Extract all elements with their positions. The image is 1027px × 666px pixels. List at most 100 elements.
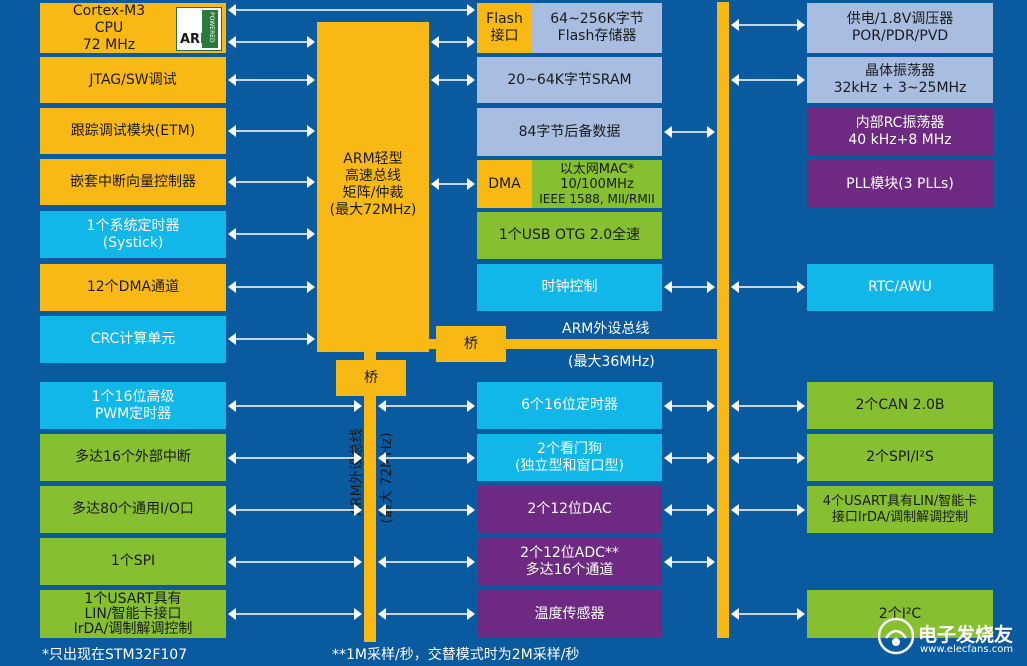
dma-channels-label: 12个DMA通道	[86, 279, 180, 295]
arrow-cpu-ahb	[228, 36, 315, 48]
jtag-label: JTAG/SW调试	[89, 71, 177, 88]
bridge-apb1-label: 桥	[464, 335, 478, 352]
gpio-label: 多达80个通用I/O口	[72, 501, 194, 517]
arrow-spi	[228, 556, 362, 568]
dac-label: 2个12位DAC	[527, 501, 612, 517]
usart-right-label-1: 4个USART具有LIN/智能卡	[822, 493, 978, 509]
etm-block: 跟踪调试模块(ETM)	[40, 108, 226, 154]
watermark-text: 电子发烧友	[918, 624, 1014, 646]
arrow-rtc	[731, 281, 805, 293]
exti-block: 多达16个外部中断	[40, 434, 226, 481]
systick-label-1: 1个系统定时器	[86, 217, 180, 234]
clock-control-label: 时钟控制	[541, 279, 598, 295]
arrow-usart-l	[228, 608, 362, 620]
dma-block: DMA	[477, 160, 532, 208]
crystal-oscillator-block: 晶体振荡器 32kHz + 3~25MHz	[807, 57, 993, 103]
sram-label: 20~64K字节SRAM	[507, 71, 632, 88]
flash-memory-block: 64~256K字节 Flash存储器	[532, 3, 662, 53]
watermark-logo-icon	[877, 617, 915, 655]
spi-label: 1个SPI	[110, 553, 156, 569]
ethernet-label-2: 10/100MHz	[560, 176, 634, 192]
apb1-label-1: ARM外设总线	[562, 321, 650, 337]
footnote-2: **1M采样/秒，交替模式时为2M采样/秒	[332, 647, 580, 663]
power-block: 供电/1.8V调压器 POR/PDR/PVD	[807, 3, 993, 53]
power-label-1: 供电/1.8V调压器	[846, 11, 954, 27]
i2c-label: 2个I²C	[878, 605, 922, 622]
flash-interface-label-1: Flash	[486, 11, 523, 27]
footnote-1: *只出现在STM32F107	[42, 647, 188, 663]
ahb-label-line2: 高速总线	[345, 168, 401, 184]
arrow-flash	[431, 36, 475, 48]
usart-right-label-2: 接口IrDA/调制解调控制	[831, 509, 969, 525]
dma-label: DMA	[488, 175, 521, 192]
arrow-etm	[228, 125, 315, 137]
arrow-can	[731, 400, 805, 412]
cpu-line1: Cortex-M3	[72, 2, 146, 19]
usart-left-label-1: 1个USART具有	[84, 590, 182, 607]
crystal-label-1: 晶体振荡器	[865, 63, 935, 79]
spi-block: 1个SPI	[40, 538, 226, 585]
backup-data-block: 84字节后备数据	[477, 108, 662, 156]
watchdog-label-2: (独立型和窗口型)	[515, 457, 624, 474]
arrow-wdg-l	[378, 452, 475, 464]
arrow-xtal	[731, 74, 805, 86]
arrow-gpio	[228, 504, 362, 516]
timers-label: 6个16位定时器	[521, 397, 618, 413]
arrow-nvic	[228, 176, 315, 188]
ahb-matrix-label: ARM轻型 高速总线 矩阵/仲裁 (最大72MHz)	[317, 150, 429, 220]
usb-otg-label: 1个USB OTG 2.0全速	[498, 227, 641, 243]
i2c-block: 2个I²C	[807, 590, 993, 638]
bridge-apb2: 桥	[336, 360, 406, 396]
arrow-temp-l	[378, 608, 475, 620]
pll-label: PLL模块(3 PLLs)	[846, 175, 954, 192]
clock-control-block: 时钟控制	[477, 264, 662, 311]
bridge-apb2-label: 桥	[364, 369, 378, 386]
apb1-label-2: (最大36MHz)	[568, 354, 655, 370]
etm-label: 跟踪调试模块(ETM)	[70, 122, 196, 139]
arm-logo: ARM POWERED	[176, 7, 222, 51]
arrow-systick	[228, 228, 315, 240]
arrow-pwm	[228, 400, 362, 412]
gpio-block: 多达80个通用I/O口	[40, 486, 226, 533]
adc-label-2: 多达16个通道	[525, 561, 614, 578]
ethernet-block: 以太网MAC* 10/100MHz IEEE 1588, MII/RMII	[532, 160, 662, 208]
crc-block: CRC计算单元	[40, 316, 226, 363]
arrow-sram	[431, 74, 475, 86]
arrow-timers-l	[378, 400, 475, 412]
rtc-label: RTC/AWU	[868, 279, 932, 295]
arrow-dma-ch	[228, 281, 315, 293]
arrow-dac-l	[378, 504, 475, 516]
dma-channels-block: 12个DMA通道	[40, 264, 226, 311]
adc-block: 2个12位ADC** 多达16个通道	[477, 538, 662, 585]
ahb-label-line1: ARM轻型	[343, 151, 403, 167]
watchdog-label-1: 2个看门狗	[537, 440, 602, 457]
arrow-usart-r	[731, 504, 805, 516]
ethernet-label-3: IEEE 1588, MII/RMII	[539, 191, 655, 206]
ahb-bus-matrix	[317, 22, 429, 352]
temp-sensor-block: 温度传感器	[477, 590, 662, 638]
arrow-clock	[664, 281, 715, 293]
arrow-dac-r	[664, 504, 715, 516]
dac-block: 2个12位DAC	[477, 486, 662, 533]
timers-block: 6个16位定时器	[477, 382, 662, 429]
flash-interface-block: Flash 接口	[477, 3, 532, 53]
flash-interface-label-2: 接口	[490, 28, 519, 44]
pwm-label-1: 1个16位高级	[91, 388, 175, 405]
adc-label-1: 2个12位ADC**	[520, 544, 619, 561]
arrow-jtag	[228, 74, 315, 86]
arrow-i2c	[731, 608, 805, 620]
arrow-cpu	[228, 4, 475, 16]
sram-block: 20~64K字节SRAM	[477, 57, 662, 103]
arrow-exti	[228, 452, 362, 464]
rtc-block: RTC/AWU	[807, 264, 993, 311]
arrow-crc	[228, 333, 315, 345]
usb-otg-block: 1个USB OTG 2.0全速	[477, 212, 662, 259]
usart-right-block: 4个USART具有LIN/智能卡 接口IrDA/调制解调控制	[807, 486, 993, 533]
apb1-vertical-bus	[717, 2, 729, 638]
arrow-adc-l	[378, 556, 475, 568]
arrow-dma	[431, 178, 475, 190]
pwm-timer-block: 1个16位高级 PWM定时器	[40, 382, 226, 429]
can-label: 2个CAN 2.0B	[855, 397, 945, 413]
jtag-block: JTAG/SW调试	[40, 57, 226, 103]
